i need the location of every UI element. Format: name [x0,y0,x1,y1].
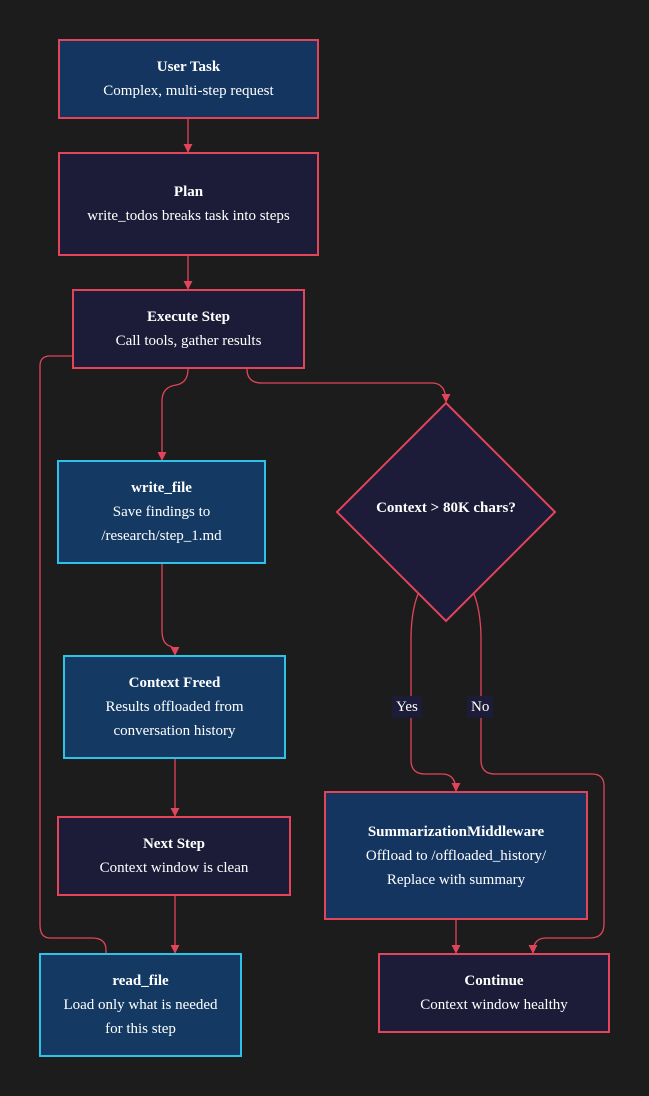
node-user-task: User Task Complex, multi-step request [58,39,319,119]
node-title: read_file [112,973,169,989]
decision-label: Context > 80K chars? [376,500,516,516]
node-plan: Plan write_todos breaks task into steps [58,152,319,256]
node-title: write_file [131,480,192,496]
edge-decision-no [473,593,605,954]
node-desc: Call tools, gather results [115,333,262,349]
node-desc: Save findings to [112,504,211,520]
node-execute-step: Execute Step Call tools, gather results [72,289,305,369]
node-next-step: Next Step Context window is clean [57,816,291,896]
edge-label-no: No [467,696,494,718]
node-title: Plan [173,184,204,200]
edge-label-yes: Yes [392,696,422,718]
node-continue: Continue Context window healthy [378,953,610,1033]
node-title: Context Freed [128,675,221,691]
node-read-file: read_file Load only what is needed for t… [39,953,242,1057]
node-desc: Results offloaded from conversation hist… [105,699,244,739]
node-write-file: write_file Save findings to /research/st… [57,460,266,564]
node-title: User Task [156,59,221,75]
node-title: Next Step [142,836,206,852]
node-summarization: SummarizationMiddleware Offload to /offl… [324,791,588,920]
decision-diamond [335,401,557,623]
node-desc: /research/step_1.md [101,528,222,544]
node-desc: Replace with summary [386,871,526,888]
edge-execute-decision [246,368,451,403]
node-context-freed: Context Freed Results offloaded from con… [63,655,286,759]
node-desc: Complex, multi-step request [103,83,274,99]
node-desc: write_todos breaks task into steps [87,208,290,224]
node-title: SummarizationMiddleware [367,823,545,840]
edge-execute-writefile [157,368,189,461]
node-title: Continue [464,973,524,989]
node-title: Execute Step [147,309,230,325]
node-desc: Context window is clean [99,860,249,876]
node-desc: Offload to /offloaded_history/ [365,847,547,864]
edge-writefile-freed [161,564,180,656]
edge-decision-yes [410,593,461,792]
node-desc: Context window healthy [420,997,568,1013]
node-desc: Load only what is needed for this step [63,997,218,1037]
